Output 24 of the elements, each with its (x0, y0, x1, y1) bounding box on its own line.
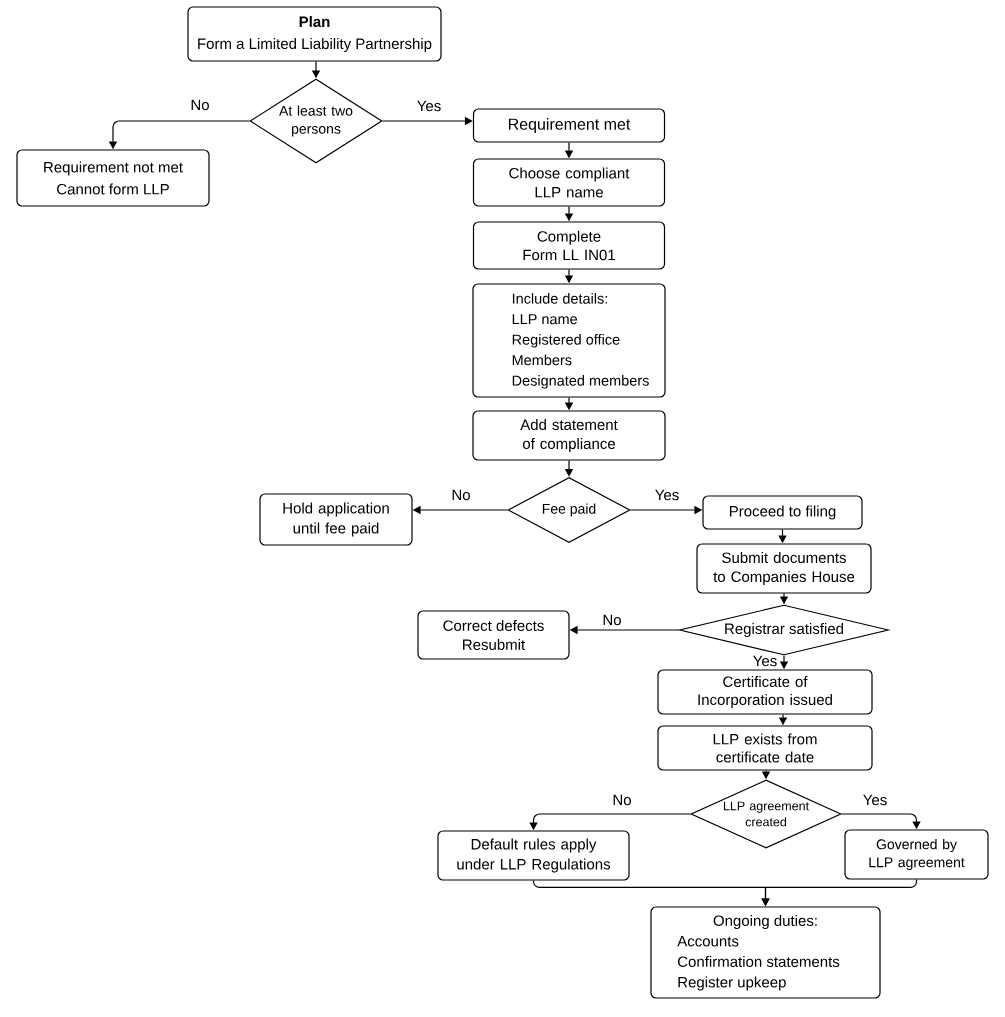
edge-label: Yes (415, 99, 443, 113)
process-box: LLP exists from certificate date (657, 725, 873, 771)
process-box: Add statement of compliance (472, 410, 666, 461)
edge-label: Yes (861, 793, 889, 807)
process-box: Hold application until fee paid (259, 493, 413, 546)
process-box: Proceed to filing (702, 495, 863, 530)
process-box: Include details: LLP name Registered office Members Designated members (472, 283, 666, 398)
edge-label: No (189, 98, 211, 112)
edge-label: No (611, 793, 633, 807)
process-box: Submit documents to Companies House (696, 543, 872, 594)
edge-label: No (601, 613, 623, 627)
process-box: Certificate of Incorporation issued (657, 669, 873, 715)
process-box: Requirement met (472, 108, 666, 143)
process-box: Complete Form LL IN01 (472, 221, 666, 270)
process-box: Ongoing duties: Accounts Confirmation statements Register upkeep (650, 906, 881, 999)
process-box: Plan Form a Limited Liability Partnership (187, 6, 442, 62)
edge-label: No (450, 488, 472, 502)
process-box: Default rules apply under LLP Regulations (437, 830, 630, 881)
edge-label: Yes (751, 654, 779, 668)
process-box: Requirement not met Cannot form LLP (16, 149, 210, 207)
process-box: Choose compliant LLP name (472, 158, 666, 207)
edge-label: Yes (653, 488, 681, 502)
process-box: Correct defects Resubmit (417, 610, 570, 660)
process-box: Governed by LLP agreement (844, 829, 989, 880)
